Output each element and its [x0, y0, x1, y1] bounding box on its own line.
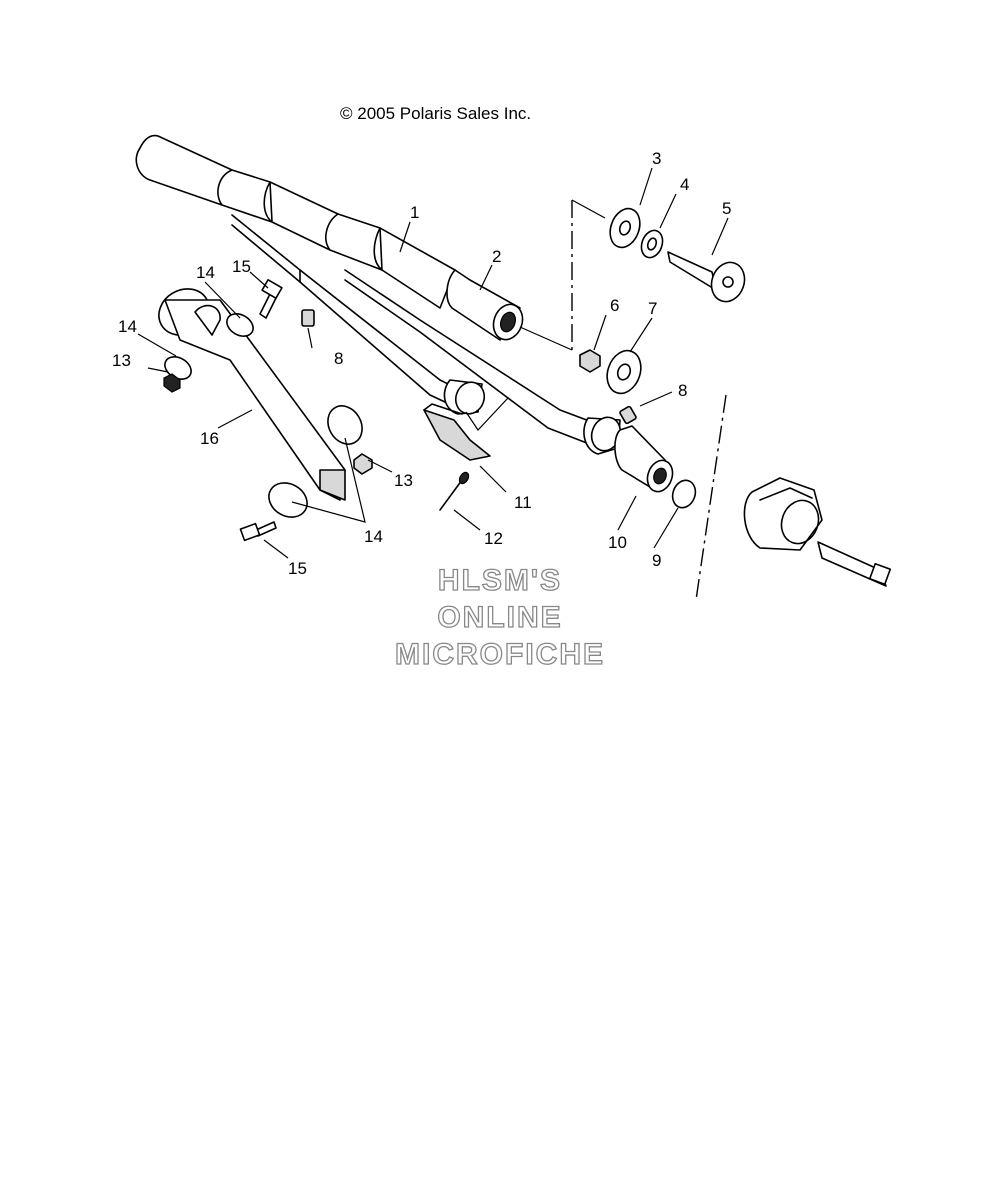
callout-6: 6: [610, 296, 619, 315]
bolt-part: [667, 251, 746, 303]
callout-8-right: 8: [678, 381, 687, 400]
callout-1: 1: [410, 203, 419, 222]
callout-15-top: 15: [232, 257, 251, 276]
callout-5: 5: [722, 199, 731, 218]
torsion-tube-part: [135, 134, 456, 309]
callout-11: 11: [514, 493, 532, 512]
watermark-line-1: HLSM'S: [438, 564, 562, 597]
callout-4: 4: [680, 175, 689, 194]
callout-16: 16: [200, 429, 219, 448]
callout-3: 3: [652, 149, 661, 168]
callout-10: 10: [608, 533, 627, 552]
watermark-line-2: ONLINE: [437, 601, 562, 634]
copyright-notice: © 2005 Polaris Sales Inc.: [340, 104, 532, 123]
watermark: HLSM'S ONLINE MICROFICHE: [394, 563, 605, 671]
bushing-tube-part: [446, 269, 524, 341]
bolt-part: [239, 279, 283, 542]
watermark-line-3: MICROFICHE: [395, 638, 605, 671]
callout-labels: 1 2 3 4 5 6 7 8 8 9 10 11 12 13 13 14 14…: [112, 149, 731, 578]
washer-part: [164, 207, 664, 518]
pivot-tube-lower: [443, 379, 622, 455]
callout-15-bottom: 15: [288, 559, 307, 578]
bushing-part: [614, 425, 697, 509]
leader-lines: [137, 167, 729, 559]
grease-fitting-part: [301, 309, 637, 425]
callout-13-left: 13: [112, 351, 131, 370]
callout-14-left: 14: [118, 317, 137, 336]
callout-14-top: 14: [196, 263, 215, 282]
callout-8-left: 8: [334, 349, 343, 368]
link-arm-part: [158, 288, 346, 501]
callout-14-bottom: 14: [364, 527, 383, 546]
reference-housing: [743, 477, 892, 587]
callout-2: 2: [492, 247, 501, 266]
bracket-part: [423, 403, 491, 461]
callout-13-right: 13: [394, 471, 413, 490]
nut-part: [163, 349, 601, 475]
rivet-part: [439, 471, 470, 511]
callout-9: 9: [652, 551, 661, 570]
callout-7: 7: [648, 299, 657, 318]
center-line: [695, 394, 727, 601]
callout-12: 12: [484, 529, 503, 548]
